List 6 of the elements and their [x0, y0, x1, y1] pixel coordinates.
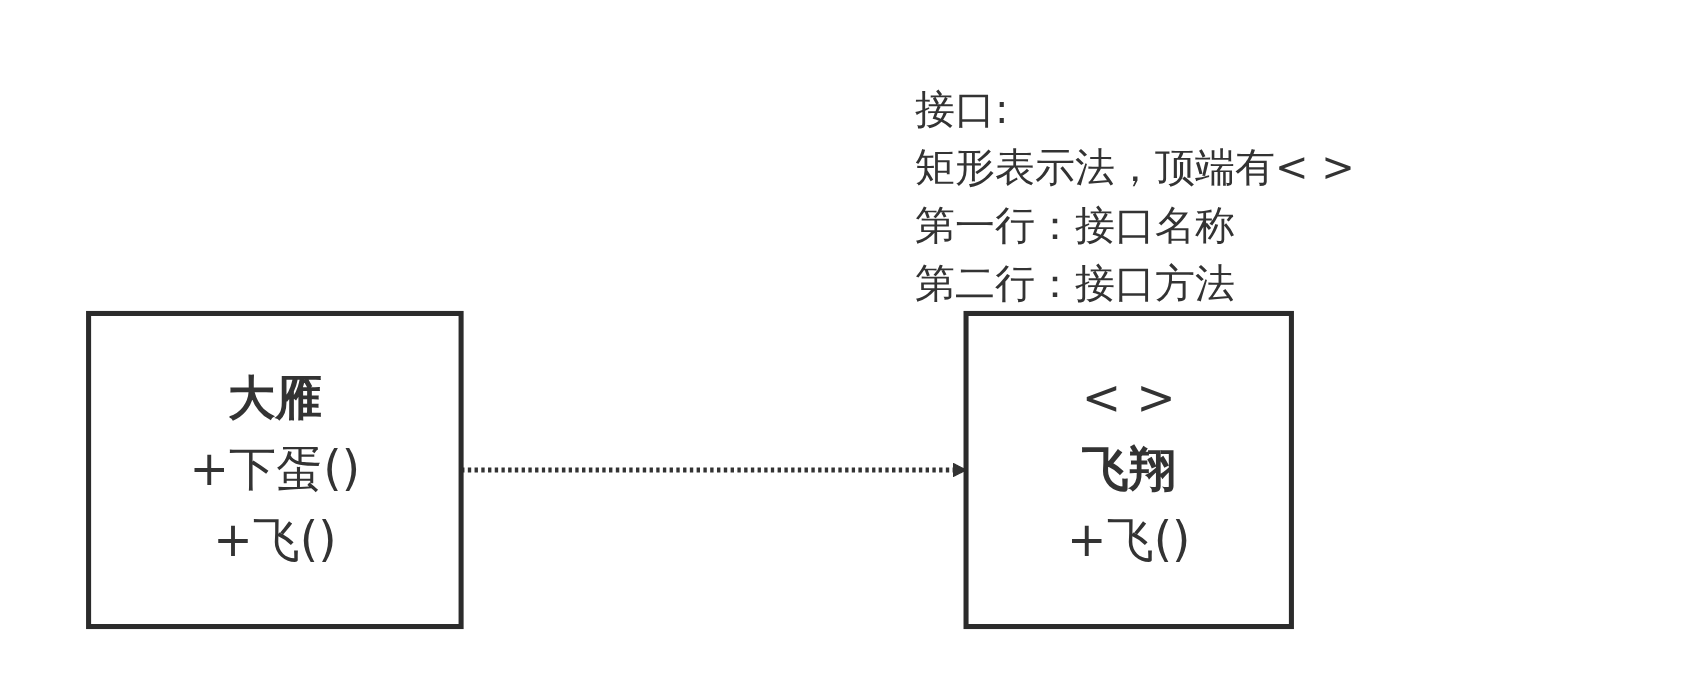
note-text: 矩形表示法，顶端有< > [915, 143, 1355, 192]
note-text: 第一行：接口名称 [915, 201, 1236, 250]
node-box: 大雁 +下蛋() +飞() [86, 310, 464, 630]
note-text: 接口: [915, 85, 1010, 134]
node-box: < > 飞翔 +飞() [963, 310, 1294, 630]
note-text: 第二行：接口方法 [915, 259, 1236, 308]
